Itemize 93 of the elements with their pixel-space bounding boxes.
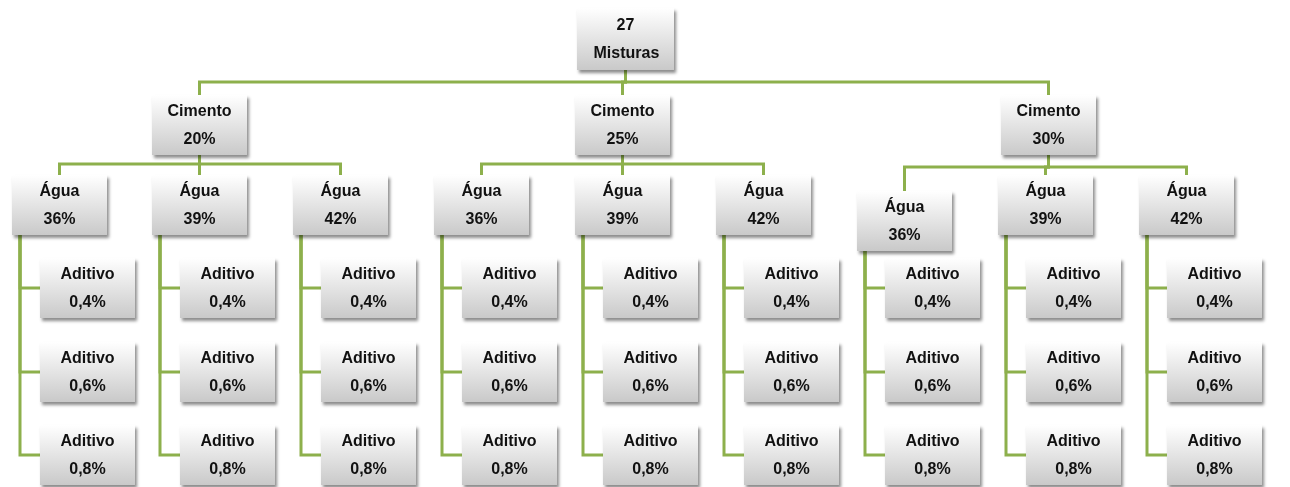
node-label: Aditivo 0,8% xyxy=(59,431,116,479)
node-box xyxy=(152,95,247,155)
node-box xyxy=(321,258,416,318)
node-box xyxy=(293,175,388,235)
node-box xyxy=(321,425,416,485)
connector-line xyxy=(299,235,321,457)
node-label: Água 36% xyxy=(38,180,81,229)
node-box xyxy=(1001,95,1096,155)
connector-line xyxy=(158,235,180,457)
node-label: Aditivo 0,8% xyxy=(1186,431,1243,479)
node-box xyxy=(40,258,135,318)
node-label: Água 36% xyxy=(883,196,926,245)
node-box xyxy=(152,175,247,235)
node-label: Aditivo 0,4% xyxy=(904,264,961,312)
node-box xyxy=(577,8,674,70)
node-label: Aditivo 0,6% xyxy=(904,348,961,396)
node-box xyxy=(40,425,135,485)
node-box xyxy=(575,95,670,155)
node-label: Água 36% xyxy=(460,180,503,229)
node-box xyxy=(744,425,839,485)
node-label: Aditivo 0,4% xyxy=(199,264,256,312)
connector-line xyxy=(1145,235,1167,457)
node-box xyxy=(1167,342,1262,402)
node-label: Aditivo 0,8% xyxy=(763,431,820,479)
node-box xyxy=(434,175,529,235)
node-box xyxy=(575,175,670,235)
node-label: Aditivo 0,6% xyxy=(622,348,679,396)
node-label: Cimento 20% xyxy=(167,101,232,149)
node-label: Água 39% xyxy=(178,180,221,229)
node-label: Aditivo 0,6% xyxy=(59,348,116,396)
node-label: Aditivo 0,8% xyxy=(340,431,397,479)
node-label: Aditivo 0,6% xyxy=(199,348,256,396)
connector-line xyxy=(863,251,885,457)
node-box xyxy=(1167,258,1262,318)
node-box xyxy=(744,258,839,318)
connector-line xyxy=(722,235,744,457)
node-label: Aditivo 0,4% xyxy=(59,264,116,312)
connector-line xyxy=(440,235,462,457)
node-label: Aditivo 0,8% xyxy=(1045,431,1102,479)
node-box xyxy=(180,425,275,485)
node-label: Água 42% xyxy=(319,180,362,229)
node-box xyxy=(603,425,698,485)
node-label: Aditivo 0,4% xyxy=(1186,264,1243,312)
node-box xyxy=(716,175,811,235)
node-label: Água 42% xyxy=(742,180,785,229)
node-label: Aditivo 0,4% xyxy=(340,264,397,312)
node-box xyxy=(462,342,557,402)
node-label: Cimento 25% xyxy=(590,101,655,149)
node-label: Aditivo 0,8% xyxy=(199,431,256,479)
node-label: Aditivo 0,8% xyxy=(481,431,538,479)
node-box xyxy=(180,258,275,318)
node-box xyxy=(1026,342,1121,402)
node-label: Aditivo 0,6% xyxy=(1045,348,1102,396)
node-box xyxy=(857,191,952,251)
connector-line xyxy=(624,70,1050,95)
node-box xyxy=(1167,425,1262,485)
connector-line xyxy=(621,155,765,175)
node-label: Água 42% xyxy=(1165,180,1208,229)
node-box xyxy=(998,175,1093,235)
node-label: Aditivo 0,6% xyxy=(340,348,397,396)
node-box xyxy=(1139,175,1234,235)
node-label: Aditivo 0,4% xyxy=(481,264,538,312)
connector-line xyxy=(581,235,603,457)
node-box xyxy=(1026,258,1121,318)
connector-line xyxy=(18,235,40,457)
node-label: Aditivo 0,8% xyxy=(622,431,679,479)
node-box xyxy=(40,342,135,402)
node-box xyxy=(885,342,980,402)
node-box xyxy=(180,342,275,402)
node-box xyxy=(885,258,980,318)
node-label: Aditivo 0,4% xyxy=(622,264,679,312)
node-label: Aditivo 0,6% xyxy=(481,348,538,396)
node-label: Água 39% xyxy=(1024,180,1067,229)
connector-line xyxy=(198,155,342,175)
node-box xyxy=(462,258,557,318)
node-box xyxy=(321,342,416,402)
node-label: Aditivo 0,4% xyxy=(763,264,820,312)
node-label: Aditivo 0,6% xyxy=(763,348,820,396)
node-label: Aditivo 0,8% xyxy=(904,431,961,479)
node-label: Aditivo 0,6% xyxy=(1186,348,1243,396)
node-box xyxy=(1026,425,1121,485)
node-box xyxy=(462,425,557,485)
node-box xyxy=(744,342,839,402)
node-box xyxy=(12,175,107,235)
node-label: Aditivo 0,4% xyxy=(1045,264,1102,312)
node-label: 27 Misturas xyxy=(593,15,658,63)
connector-line xyxy=(1004,235,1026,457)
connector-line xyxy=(1047,155,1188,175)
node-box xyxy=(603,258,698,318)
node-label: Água 39% xyxy=(601,180,644,229)
node-box xyxy=(885,425,980,485)
node-label: Cimento 30% xyxy=(1016,101,1081,149)
node-box xyxy=(603,342,698,402)
